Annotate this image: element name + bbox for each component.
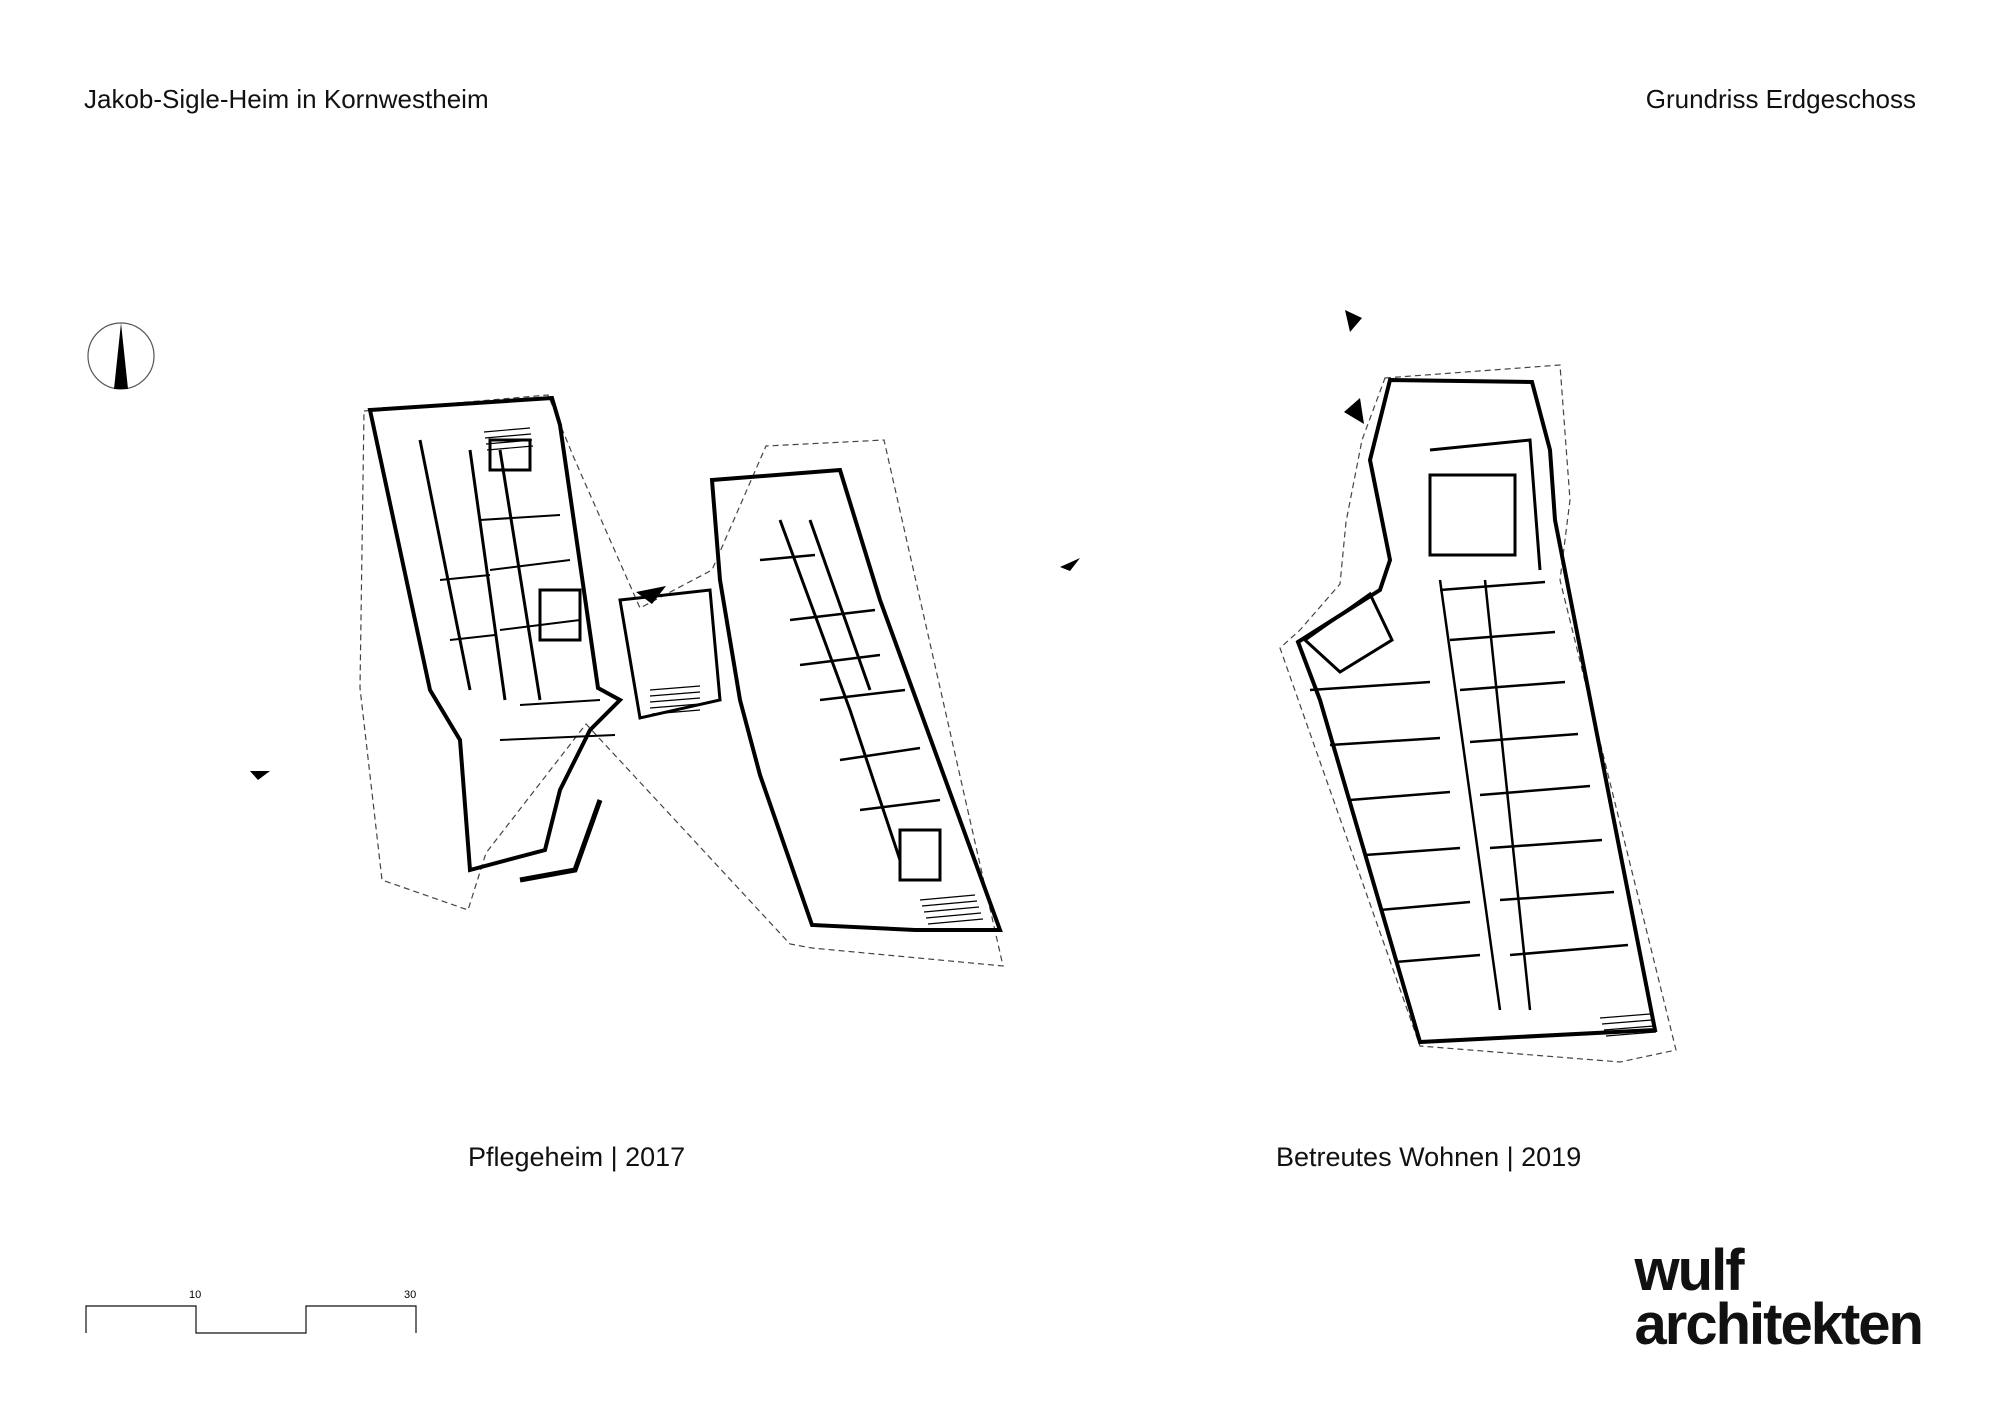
caption-pflegeheim: Pflegeheim | 2017 [468, 1142, 686, 1172]
north-arrow-icon [87, 322, 155, 390]
scale-label-30: 30 [404, 1289, 416, 1301]
caption-betreutes-wohnen: Betreutes Wohnen | 2019 [1276, 1142, 1582, 1172]
scale-label-10: 10 [189, 1289, 201, 1301]
betreutes-wohnen-floor-plan [1279, 310, 1677, 1063]
company-logo: wulf architekten [1634, 1238, 1924, 1357]
pflegeheim-floor-plan [359, 394, 1004, 967]
scale-bar: 10 30 [85, 1289, 417, 1334]
logo-line-1: wulf [1634, 1238, 1745, 1303]
logo-line-2: architekten [1634, 1292, 1924, 1357]
site-marker-icon [250, 558, 1080, 780]
sheet-title: Grundriss Erdgeschoss [1645, 84, 1916, 114]
project-title: Jakob-Sigle-Heim in Kornwestheim [84, 84, 489, 114]
